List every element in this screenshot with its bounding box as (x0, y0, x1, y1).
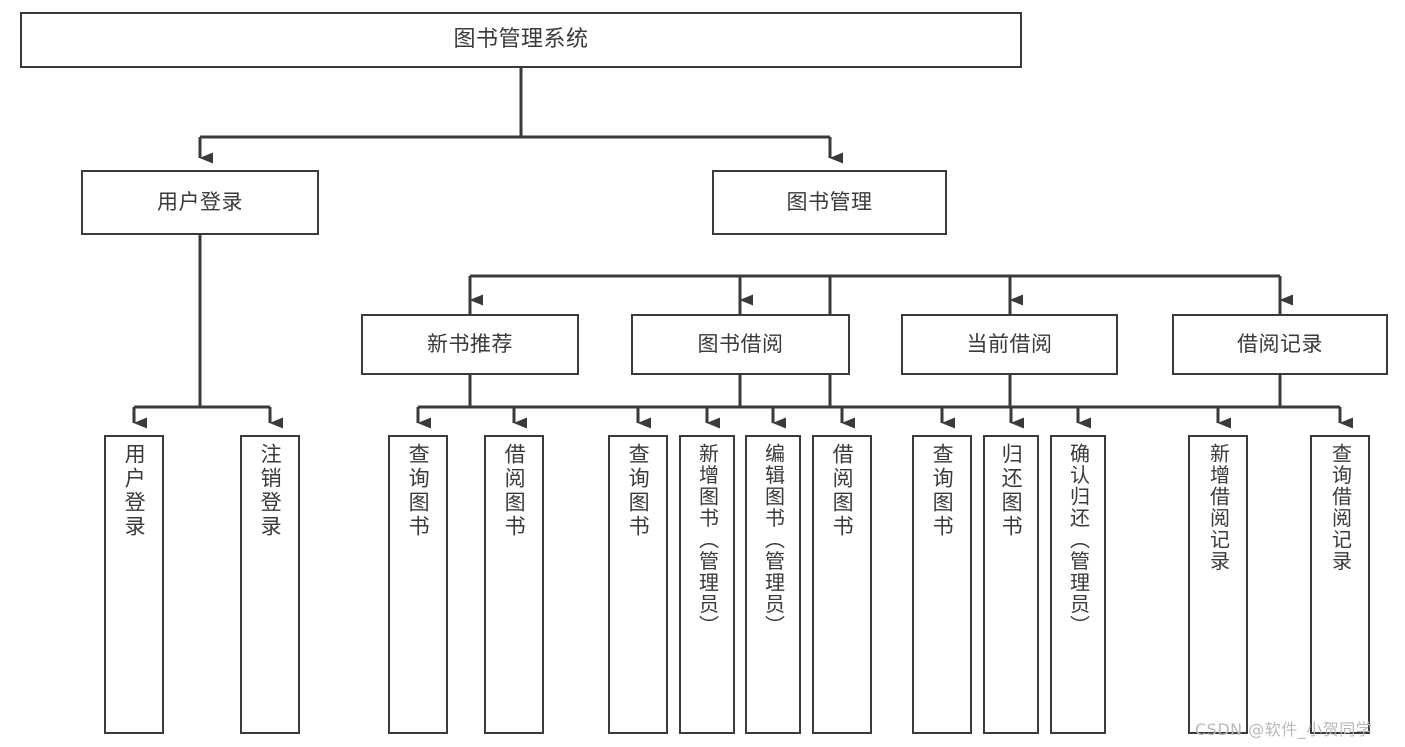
leaf-logout-label: 注销登录 (258, 443, 283, 539)
node-book-management[interactable]: 图书管理 (712, 170, 947, 235)
node-new-book-recommendation[interactable]: 新书推荐 (361, 314, 579, 375)
node-root-system[interactable]: 图书管理系统 (20, 12, 1022, 68)
leaf-query-book-recommend[interactable]: 查询图书 (388, 435, 448, 734)
node-new-book-recommendation-label: 新书推荐 (427, 332, 513, 357)
leaf-return-book[interactable]: 归还图书 (983, 435, 1039, 734)
leaf-query-book-borrow[interactable]: 查询图书 (608, 435, 668, 734)
node-book-borrow[interactable]: 图书借阅 (631, 314, 850, 375)
leaf-confirm-return-admin[interactable]: 确认归还（管理员） (1050, 435, 1106, 734)
leaf-query-book-recommend-label: 查询图书 (406, 443, 431, 539)
leaf-add-book-admin-label: 新增图书（管理员） (695, 443, 720, 637)
node-root-label: 图书管理系统 (453, 27, 589, 53)
leaf-borrow-book[interactable]: 借阅图书 (812, 435, 872, 734)
node-book-management-label: 图书管理 (786, 190, 873, 215)
leaf-return-book-label: 归还图书 (999, 443, 1024, 539)
leaf-logout[interactable]: 注销登录 (240, 435, 300, 734)
node-book-borrow-label: 图书借阅 (697, 332, 784, 357)
leaf-edit-book-admin-label: 编辑图书（管理员） (761, 443, 786, 637)
leaf-query-book-borrow-label: 查询图书 (626, 443, 651, 539)
node-user-login[interactable]: 用户登录 (81, 170, 319, 235)
leaf-user-login[interactable]: 用户登录 (104, 435, 164, 734)
node-current-borrow[interactable]: 当前借阅 (901, 314, 1118, 375)
leaf-add-borrow-record-label: 新增借阅记录 (1206, 443, 1231, 572)
leaf-edit-book-admin[interactable]: 编辑图书（管理员） (745, 435, 801, 734)
node-borrow-record-label: 借阅记录 (1237, 332, 1323, 357)
leaf-borrow-book-label: 借阅图书 (830, 443, 855, 539)
node-current-borrow-label: 当前借阅 (966, 332, 1053, 357)
node-borrow-record[interactable]: 借阅记录 (1172, 314, 1388, 375)
leaf-borrow-book-recommend-label: 借阅图书 (502, 443, 527, 539)
node-user-login-label: 用户登录 (157, 190, 243, 215)
leaf-add-book-admin[interactable]: 新增图书（管理员） (679, 435, 735, 734)
leaf-borrow-book-recommend[interactable]: 借阅图书 (484, 435, 544, 734)
leaf-query-borrow-record-label: 查询借阅记录 (1328, 443, 1353, 572)
leaf-query-book-current[interactable]: 查询图书 (912, 435, 972, 734)
leaf-add-borrow-record[interactable]: 新增借阅记录 (1188, 435, 1248, 734)
leaf-confirm-return-admin-label: 确认归还（管理员） (1066, 443, 1091, 637)
leaf-user-login-label: 用户登录 (122, 443, 147, 539)
leaf-query-book-current-label: 查询图书 (930, 443, 955, 539)
leaf-query-borrow-record[interactable]: 查询借阅记录 (1310, 435, 1370, 734)
csdn-watermark: CSDN @软件_小贺同学 (1195, 720, 1373, 739)
